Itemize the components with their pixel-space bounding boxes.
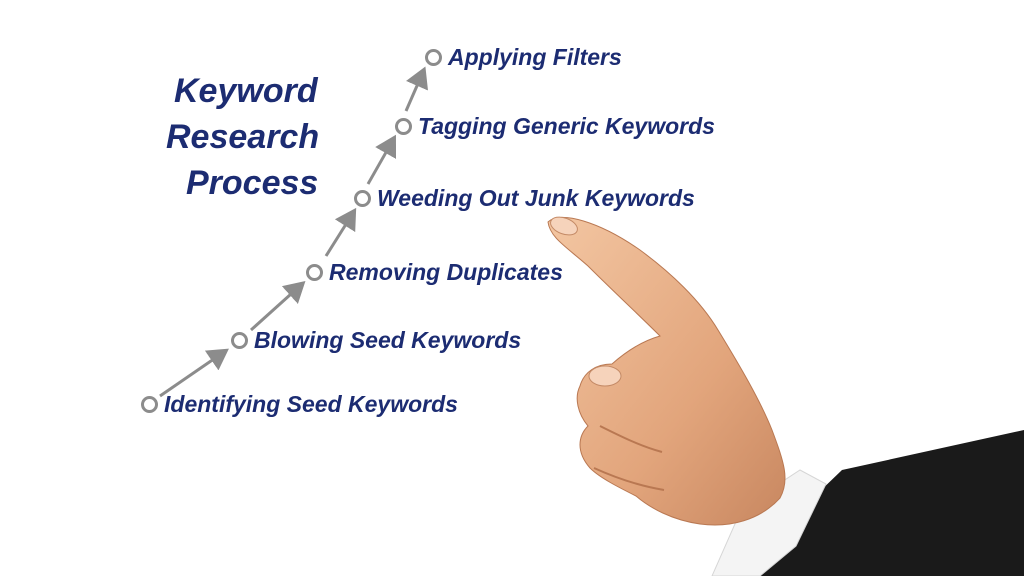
step-applying-filters: Applying Filters bbox=[425, 46, 622, 69]
arrow-icon bbox=[366, 134, 397, 185]
step-label: Identifying Seed Keywords bbox=[164, 391, 458, 417]
fingernail bbox=[550, 216, 578, 236]
diagram-title-line-3: Process bbox=[186, 164, 319, 202]
ring-node-icon bbox=[231, 332, 248, 349]
ring-node-icon bbox=[425, 49, 442, 66]
hand-shape bbox=[547, 216, 786, 526]
diagram-title-line-1: Keyword bbox=[174, 72, 318, 110]
step-weeding-out-junk-keywords: Weeding Out Junk Keywords bbox=[354, 187, 695, 210]
finger-crease bbox=[593, 467, 665, 491]
arrow-icon bbox=[159, 348, 229, 398]
finger-crease bbox=[599, 425, 663, 453]
step-label: Applying Filters bbox=[448, 44, 622, 70]
ring-node-icon bbox=[395, 118, 412, 135]
arrow-icon bbox=[324, 207, 357, 257]
step-label: Removing Duplicates bbox=[329, 259, 563, 285]
shirt-cuff bbox=[711, 469, 827, 576]
step-label: Weeding Out Junk Keywords bbox=[377, 185, 695, 211]
step-tagging-generic-keywords: Tagging Generic Keywords bbox=[395, 115, 715, 138]
arrow-icon bbox=[249, 280, 306, 332]
ring-node-icon bbox=[354, 190, 371, 207]
sleeve bbox=[760, 430, 1024, 576]
step-label: Blowing Seed Keywords bbox=[254, 327, 522, 353]
arrow-icon bbox=[404, 66, 429, 112]
step-removing-duplicates: Removing Duplicates bbox=[306, 261, 563, 284]
step-label: Tagging Generic Keywords bbox=[418, 113, 715, 139]
thumbnail bbox=[588, 365, 622, 387]
diagram-title-line-2: Research bbox=[166, 118, 320, 156]
step-identifying-seed-keywords: Identifying Seed Keywords bbox=[141, 393, 458, 416]
ring-node-icon bbox=[141, 396, 158, 413]
ring-node-icon bbox=[306, 264, 323, 281]
step-blowing-seed-keywords: Blowing Seed Keywords bbox=[231, 329, 521, 352]
